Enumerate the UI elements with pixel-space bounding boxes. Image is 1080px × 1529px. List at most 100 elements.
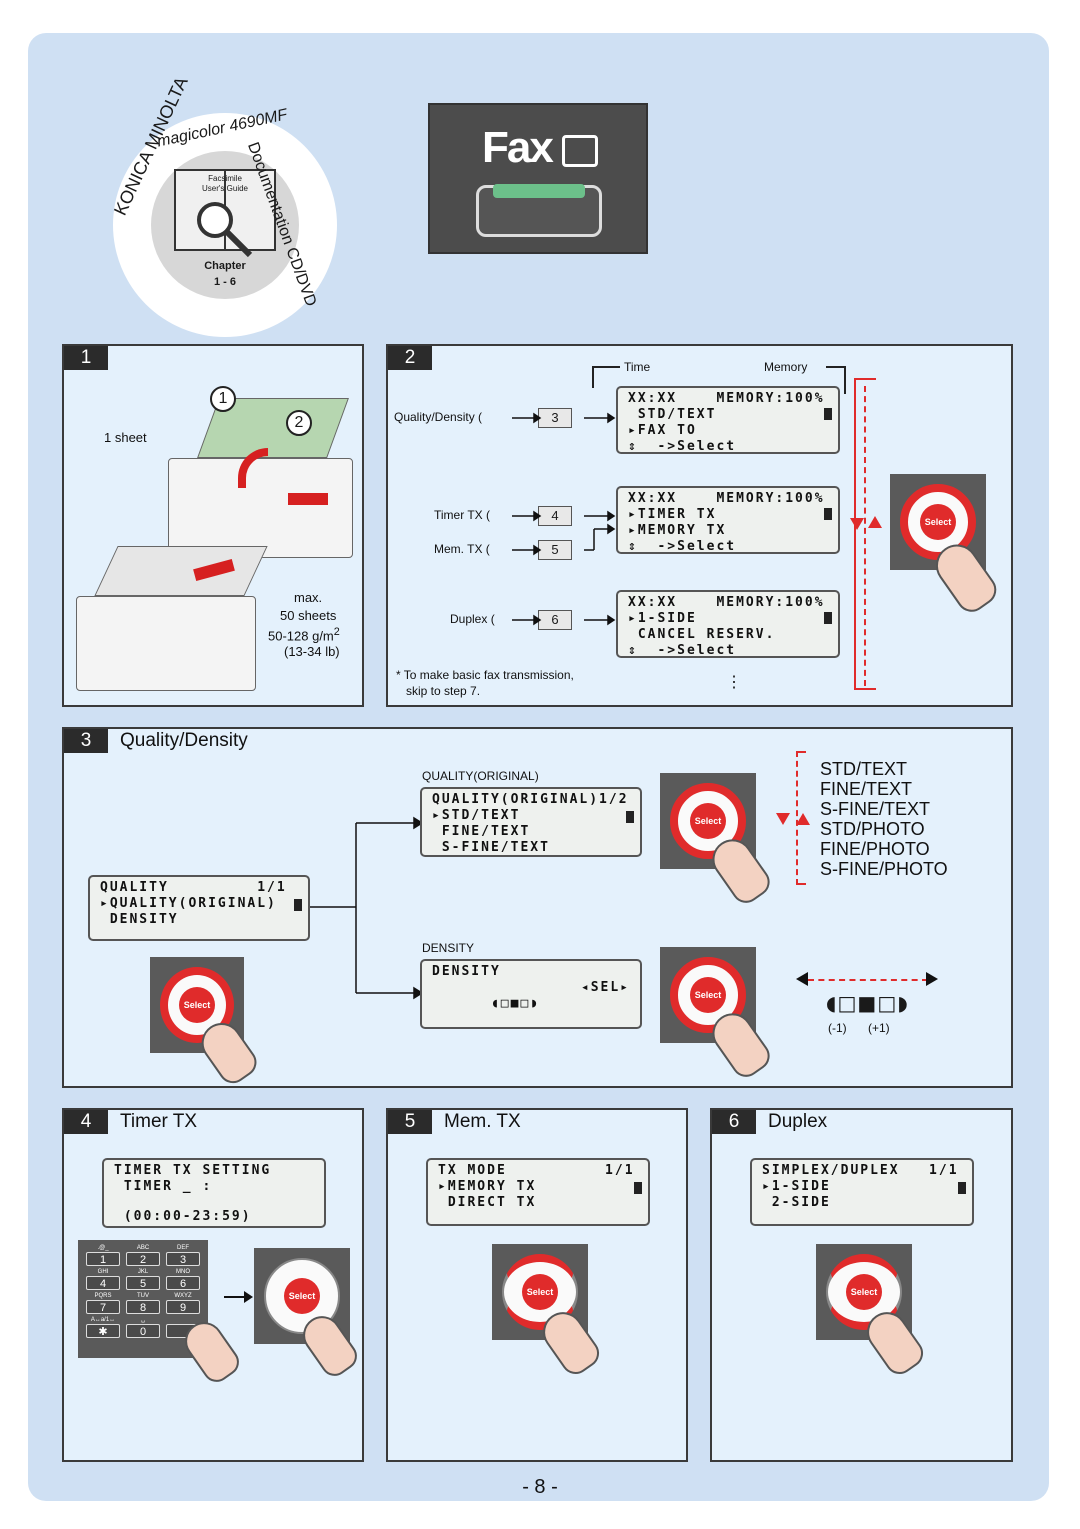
step6-panel: 6 Duplex SIMPLEX/DUPLEX 1/1 ▸1-SIDE 2-SI…	[710, 1108, 1013, 1462]
duplex-key[interactable]: 6	[538, 610, 572, 630]
select-button[interactable]: Select	[284, 1278, 320, 1314]
step3-number: 3	[64, 729, 108, 753]
step4-number: 4	[64, 1110, 108, 1134]
lcd3-line1: XX:XX MEMORY:100%	[628, 595, 825, 610]
select-button[interactable]: Select	[690, 977, 726, 1013]
timer-line2: TIMER _ :	[114, 1179, 213, 1194]
adf-illustration	[76, 546, 268, 696]
step2-select-pad: Select	[890, 474, 986, 570]
keypad-key[interactable]: A↔a/1↔✱	[86, 1316, 120, 1338]
keypad-key-sub: .@_	[97, 1245, 109, 1251]
footnote-1: * To make basic fax transmission,	[396, 668, 574, 682]
keypad-key-label: 0	[126, 1324, 160, 1338]
lcd2-line3: ▸MEMORY TX	[628, 523, 828, 539]
select-button[interactable]: Select	[690, 803, 726, 839]
step3-panel: 3 Quality/Density QUALITY 1/1 ▸QUALITY(O…	[62, 727, 1013, 1089]
density-scale-icon: ◖□■□◗	[490, 996, 541, 1011]
step2-number: 2	[388, 346, 432, 370]
step1-circle-2: 2	[286, 410, 312, 436]
select-button[interactable]: Select	[179, 987, 215, 1023]
step3-connector	[310, 816, 424, 1000]
cursor-icon: ▸	[100, 896, 110, 911]
keypad-key-label: 5	[126, 1276, 160, 1290]
manual-badge: KONICA MINOLTA magicolor 4690MF Document…	[110, 74, 340, 340]
updown-icon: ⇕	[628, 439, 638, 454]
step6-title: Duplex	[768, 1111, 828, 1132]
lcd1-line4-text: ->Select	[637, 439, 737, 454]
chapter-value: 1 - 6	[213, 276, 236, 288]
lcd3-line4-text: ->Select	[637, 643, 737, 658]
select-button[interactable]: Select	[846, 1274, 882, 1310]
memtx-line3: DIRECT TX	[438, 1195, 537, 1210]
updown-icon: ⇕	[628, 539, 638, 554]
keypad-key-label: 8	[126, 1300, 160, 1314]
duplex-line2-text: 1-SIDE	[771, 1179, 831, 1194]
right-arrowhead-icon	[244, 1291, 253, 1303]
step2-arrows	[512, 412, 616, 626]
lcd3-line2: ▸1-SIDE	[628, 611, 828, 627]
keypad-key-sub: JKL	[137, 1269, 149, 1275]
step5-panel: 5 Mem. TX TX MODE 1/1 ▸MEMORY TX DIRECT …	[386, 1108, 688, 1462]
step4-title: Timer TX	[120, 1111, 198, 1132]
quality-row-label: Quality/Density (	[394, 410, 483, 424]
scroll-icon	[824, 408, 832, 420]
keypad-key-sub: GHI	[97, 1269, 109, 1275]
lcd1-line3-text: FAX TO	[637, 423, 697, 438]
paper-weight: 50-128 g/m2	[268, 626, 340, 643]
max-label: max.	[294, 590, 323, 605]
keypad-key-label: 7	[86, 1300, 120, 1314]
option-fine-photo: FINE/PHOTO	[820, 839, 930, 859]
main-lcd-line3: DENSITY	[100, 912, 179, 927]
keypad-key-sub: PQRS	[94, 1293, 112, 1299]
page-number: - 8 -	[522, 1476, 558, 1498]
step6-number: 6	[712, 1110, 756, 1134]
keypad-key-label: 1	[86, 1252, 120, 1266]
density-plus: (+1)	[868, 1021, 890, 1035]
fax-key-panel: Fax	[428, 103, 648, 254]
step2-panel: 2 Time Memory Quality/Density ( 3 Timer …	[386, 344, 1013, 707]
select-button[interactable]: Select	[522, 1274, 558, 1310]
qo-line4: S-FINE/TEXT	[432, 840, 550, 855]
density-sel: ◂SEL▸	[580, 980, 630, 995]
keypad-key-sub	[166, 1316, 200, 1324]
density-right-arrow-icon	[926, 972, 938, 986]
option-std-photo: STD/PHOTO	[820, 819, 925, 839]
time-label: Time	[624, 360, 651, 374]
cursor-icon: ▸	[628, 423, 638, 438]
book-title-1: Facsimile	[208, 174, 242, 183]
step4-panel: 4 Timer TX TIMER TX SETTING TIMER _ : (0…	[62, 1108, 364, 1462]
option-fine-text: FINE/TEXT	[820, 779, 913, 799]
step1-number: 1	[64, 346, 108, 370]
book-title-2: User's Guide	[202, 184, 248, 193]
quality-main-lcd: QUALITY 1/1 ▸QUALITY(ORIGINAL) DENSITY	[88, 875, 310, 941]
density-line2: ◖□■□◗ ◂SEL▸	[432, 980, 630, 1044]
scroll-icon	[294, 899, 302, 911]
duplex-select-pad: Select	[816, 1244, 912, 1340]
select-button[interactable]: Select	[920, 504, 956, 540]
memtx-row-label: Mem. TX (	[434, 542, 490, 556]
quality-original-lcd: QUALITY(ORIGINAL)1/2 ▸STD/TEXT FINE/TEXT…	[420, 787, 642, 857]
timer-row-label: Timer TX (	[434, 508, 490, 522]
keypad-key[interactable]: ␣0	[126, 1316, 160, 1338]
max-sheets: 50 sheets	[280, 608, 337, 623]
density-range-indicator	[808, 979, 928, 981]
memtx-lcd: TX MODE 1/1 ▸MEMORY TX DIRECT TX	[426, 1158, 650, 1226]
timer-line1: TIMER TX SETTING	[114, 1163, 272, 1178]
qo-line3: FINE/TEXT	[432, 824, 531, 839]
keypad-key[interactable]: .@_1	[86, 1244, 120, 1266]
fax-button[interactable]	[476, 184, 602, 237]
lcd1-line4: ⇕ ->Select	[628, 439, 828, 455]
keypad-key-sub: WXYZ	[174, 1293, 192, 1299]
lcd2-line1: XX:XX MEMORY:100%	[628, 491, 825, 506]
right-arrow-icon	[224, 1296, 246, 1298]
step3-title: Quality/Density	[120, 730, 248, 751]
memtx-line1: TX MODE 1/1	[438, 1163, 635, 1178]
